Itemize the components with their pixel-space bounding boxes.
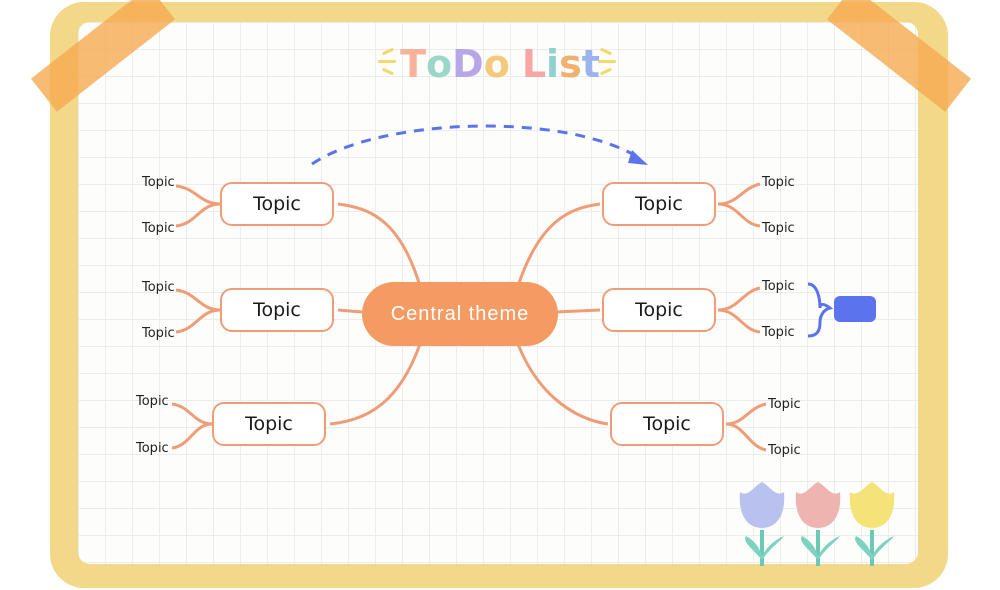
- title-letter: T: [400, 42, 427, 86]
- subtopic-left-1a[interactable]: Topic: [142, 175, 175, 190]
- central-theme-node[interactable]: Central theme: [362, 282, 558, 346]
- subtopic-left-3b[interactable]: Topic: [136, 441, 169, 456]
- topic-right-3[interactable]: Topic: [610, 402, 724, 446]
- title-letter: i: [546, 42, 560, 86]
- subtopic-right-2b[interactable]: Topic: [762, 325, 795, 340]
- subtopic-left-1b[interactable]: Topic: [142, 221, 175, 236]
- topic-left-2[interactable]: Topic: [220, 288, 334, 332]
- tulip-icon: [739, 482, 785, 566]
- subtopic-left-2b[interactable]: Topic: [142, 326, 175, 341]
- subtopic-right-3b[interactable]: Topic: [768, 443, 801, 458]
- subtopic-right-3a[interactable]: Topic: [768, 397, 801, 412]
- title-letter: o: [483, 42, 510, 86]
- title-letter: o: [426, 42, 453, 86]
- note-tag[interactable]: [834, 296, 876, 322]
- title-letter: L: [521, 42, 547, 86]
- title-letter: t: [581, 42, 600, 86]
- subtopic-left-2a[interactable]: Topic: [142, 280, 175, 295]
- tulip-icon: [849, 482, 895, 566]
- spark-left: [378, 60, 396, 63]
- tulip-icon: [795, 482, 841, 566]
- topic-right-2[interactable]: Topic: [602, 288, 716, 332]
- spark-right: [598, 60, 616, 63]
- subtopic-right-1b[interactable]: Topic: [762, 221, 795, 236]
- page-title: ToDo List: [380, 34, 620, 94]
- topic-right-1[interactable]: Topic: [602, 182, 716, 226]
- topic-left-1[interactable]: Topic: [220, 182, 334, 226]
- title-letter: s: [559, 42, 582, 86]
- subtopic-left-3a[interactable]: Topic: [136, 394, 169, 409]
- topic-left-3[interactable]: Topic: [212, 402, 326, 446]
- subtopic-right-1a[interactable]: Topic: [762, 175, 795, 190]
- subtopic-right-2a[interactable]: Topic: [762, 279, 795, 294]
- title-letter: D: [452, 42, 484, 86]
